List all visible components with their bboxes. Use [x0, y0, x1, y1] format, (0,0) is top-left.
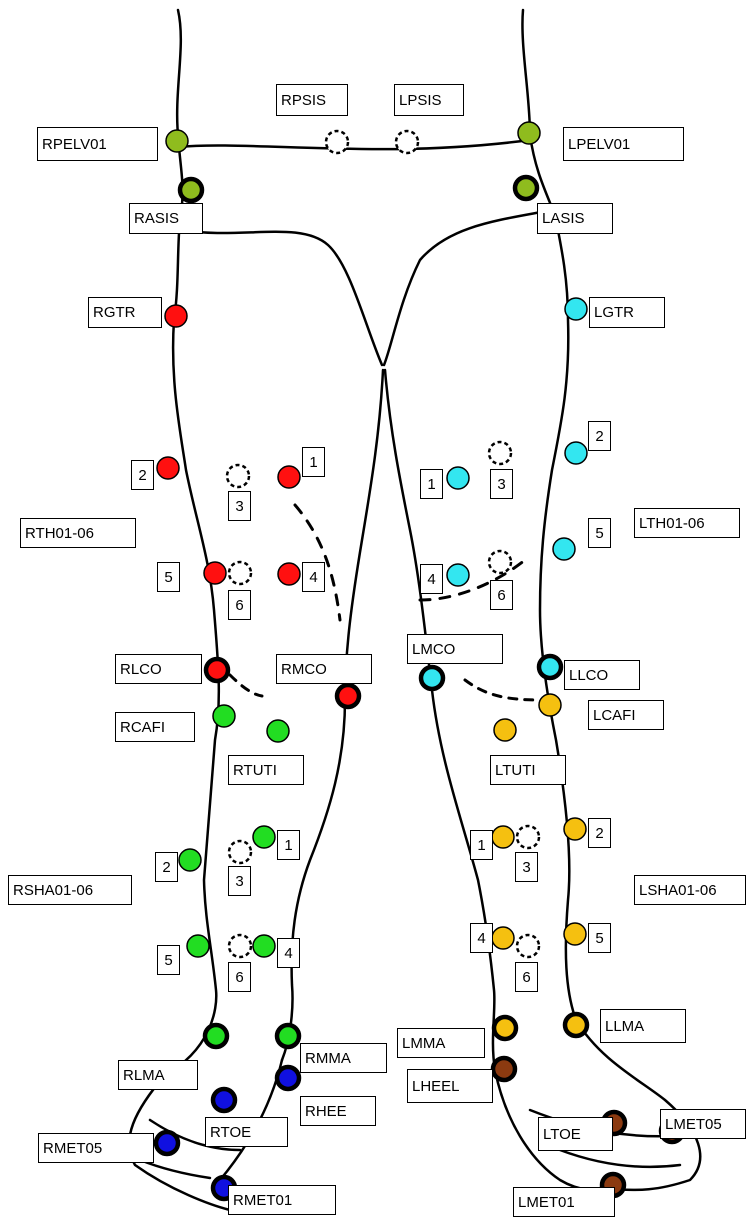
- marker-label-rgtr: RGTR: [88, 297, 162, 328]
- marker-label-rpelv01: RPELV01: [37, 127, 158, 161]
- marker-number-lsha1: 1: [470, 830, 493, 860]
- marker-label-lheel: LHEEL: [407, 1069, 493, 1103]
- marker-label-rth: RTH01-06: [20, 518, 136, 548]
- marker-label-ltuti: LTUTI: [490, 755, 566, 785]
- marker-label-lmet01: LMET01: [513, 1187, 615, 1217]
- marker-number-lsha3: 3: [515, 852, 538, 882]
- marker-label-ltoe: LTOE: [538, 1117, 613, 1151]
- marker-label-llco: LLCO: [564, 660, 640, 690]
- marker-label-rhee: RHEE: [300, 1096, 376, 1126]
- marker-label-lpsis: LPSIS: [394, 84, 464, 116]
- marker-number-rth4: 4: [302, 562, 325, 592]
- marker-number-rth1: 1: [302, 447, 325, 477]
- marker-label-lmma: LMMA: [397, 1028, 485, 1058]
- marker-label-llma: LLMA: [600, 1009, 686, 1043]
- marker-number-rsha2: 2: [155, 852, 178, 882]
- marker-number-rsha5: 5: [157, 945, 180, 975]
- marker-number-lth1: 1: [420, 469, 443, 499]
- marker-number-rth2: 2: [131, 460, 154, 490]
- marker-label-rmma: RMMA: [300, 1043, 387, 1073]
- marker-label-lcafi: LCAFI: [588, 700, 664, 730]
- marker-number-rsha6: 6: [228, 962, 251, 992]
- marker-label-lmet05: LMET05: [660, 1109, 746, 1139]
- marker-number-lsha5: 5: [588, 923, 611, 953]
- marker-label-rmet05: RMET05: [38, 1133, 154, 1163]
- marker-label-lasis: LASIS: [537, 203, 613, 234]
- marker-number-lth6: 6: [490, 580, 513, 610]
- marker-number-lth4: 4: [420, 564, 443, 594]
- marker-number-rth6: 6: [228, 590, 251, 620]
- marker-label-rasis: RASIS: [129, 203, 203, 234]
- marker-label-rsha: RSHA01-06: [8, 875, 132, 905]
- marker-label-rlma: RLMA: [118, 1060, 198, 1090]
- marker-number-rsha3: 3: [228, 866, 251, 896]
- marker-label-rtoe: RTOE: [205, 1117, 288, 1147]
- marker-label-rcafi: RCAFI: [115, 712, 195, 742]
- marker-label-lth: LTH01-06: [634, 508, 740, 538]
- marker-number-lth5: 5: [588, 518, 611, 548]
- marker-label-rmco: RMCO: [276, 654, 372, 684]
- marker-number-lth3: 3: [490, 469, 513, 499]
- marker-number-rsha1: 1: [277, 830, 300, 860]
- marker-number-lsha2: 2: [588, 818, 611, 848]
- marker-number-rsha4: 4: [277, 938, 300, 968]
- marker-label-rpsis: RPSIS: [276, 84, 348, 116]
- marker-label-lgtr: LGTR: [589, 297, 665, 328]
- marker-number-rth5: 5: [157, 562, 180, 592]
- marker-label-lpelv01: LPELV01: [563, 127, 684, 161]
- marker-number-lsha4: 4: [470, 923, 493, 953]
- marker-number-lth2: 2: [588, 421, 611, 451]
- marker-number-lsha6: 6: [515, 962, 538, 992]
- marker-label-rlco: RLCO: [115, 654, 202, 684]
- marker-number-rth3: 3: [228, 491, 251, 521]
- marker-label-rtuti: RTUTI: [228, 755, 304, 785]
- marker-label-rmet01: RMET01: [228, 1185, 336, 1215]
- marker-label-lmco: LMCO: [407, 634, 503, 664]
- marker-label-lsha: LSHA01-06: [634, 875, 746, 905]
